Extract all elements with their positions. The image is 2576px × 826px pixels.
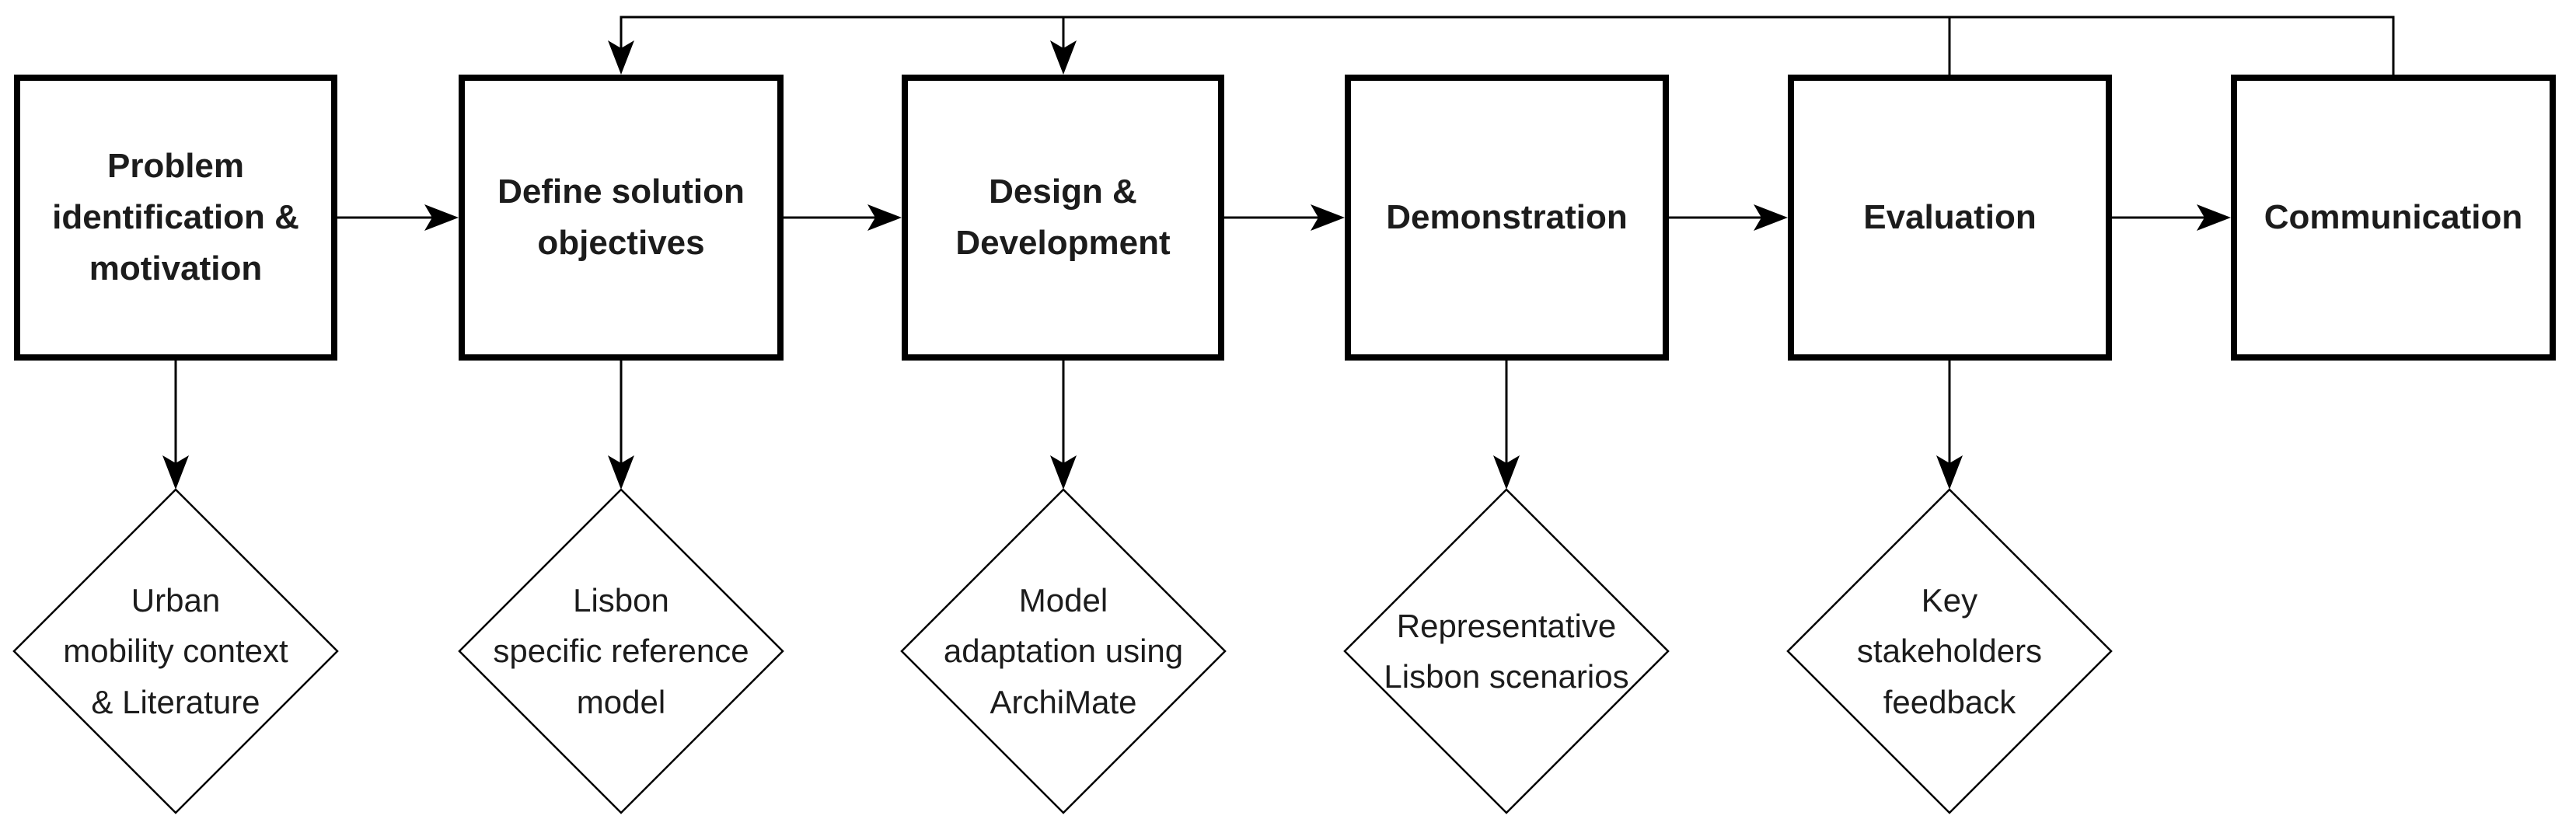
diamond-urban-mobility-context — [12, 488, 339, 814]
arrowhead-demonstration-to-evaluation — [1754, 204, 1788, 231]
diamond-lisbon-reference-model — [458, 488, 784, 814]
arrowhead-problem-to-diamond — [162, 455, 189, 490]
process-box-communication: Communication — [2231, 75, 2556, 361]
diamond-stakeholders-feedback — [1786, 488, 2113, 814]
process-box-label: Demonstration — [1386, 198, 1628, 236]
arrowhead-evaluation-to-diamond — [1936, 455, 1963, 490]
process-box-demonstration: Demonstration — [1345, 75, 1669, 361]
process-box-label: Problem identification & motivation — [52, 147, 299, 288]
arrowhead-design-to-diamond — [1050, 455, 1077, 490]
arrowhead-evaluation-to-communication — [2197, 204, 2231, 231]
arrowhead-objectives-to-diamond — [608, 455, 634, 490]
process-box-define-solution-objectives: Define solution objectives — [459, 75, 784, 361]
feedback-arrowhead-design-development — [1050, 40, 1077, 75]
arrowhead-demonstration-to-diamond — [1493, 455, 1520, 490]
feedback-loop-line — [620, 16, 2395, 81]
process-box-label: Define solution objectives — [497, 173, 745, 262]
feedback-arrowhead-define-objectives — [608, 40, 634, 75]
arrowhead-objectives-to-design — [867, 204, 902, 231]
process-box-label: Design & Development — [955, 173, 1171, 262]
process-box-evaluation: Evaluation — [1788, 75, 2112, 361]
process-box-design-development: Design & Development — [902, 75, 1224, 361]
arrowhead-design-to-demonstration — [1311, 204, 1345, 231]
diamond-representative-scenarios — [1343, 488, 1670, 814]
arrowhead-problem-to-objectives — [424, 204, 459, 231]
process-box-label: Evaluation — [1863, 198, 2037, 236]
diamond-model-adaptation-archimate — [900, 488, 1227, 814]
process-box-label: Communication — [2264, 198, 2523, 236]
process-box-problem-identification: Problem identification & motivation — [14, 75, 337, 361]
